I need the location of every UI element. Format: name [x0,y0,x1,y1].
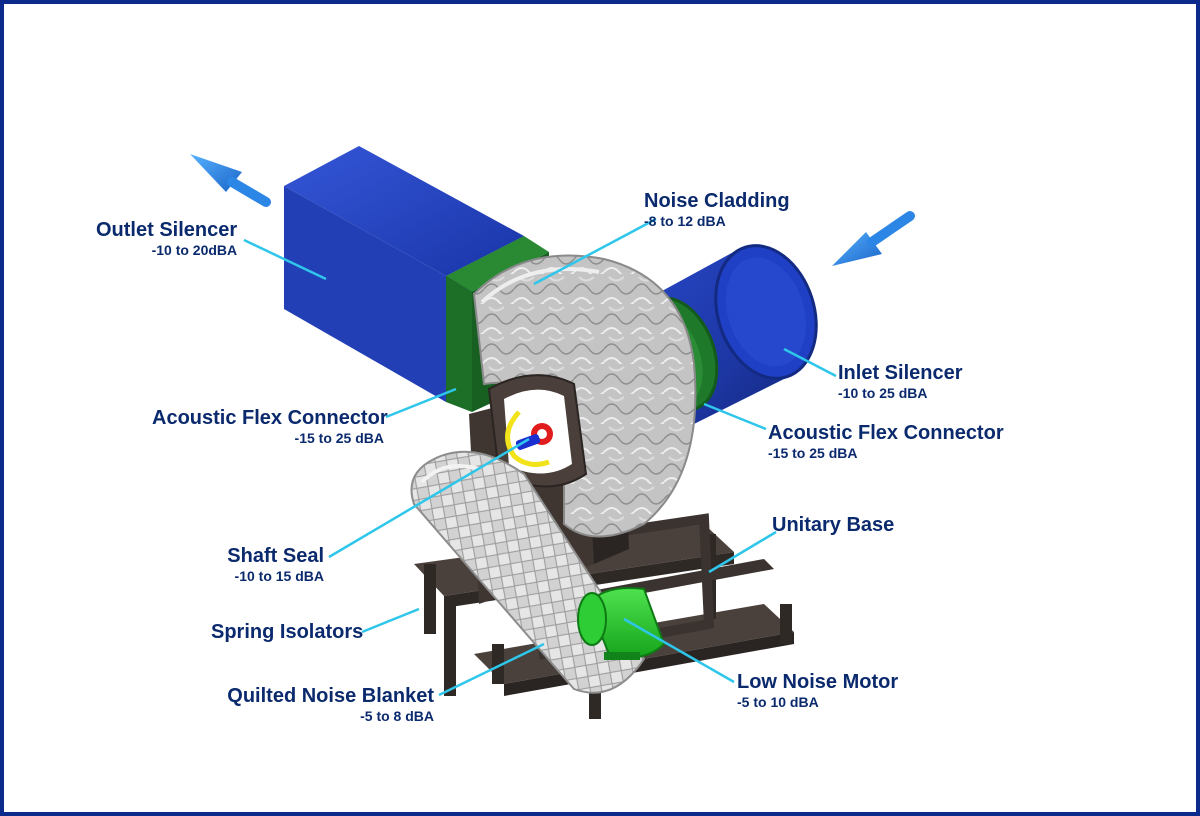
quilted-blanket-title: Quilted Noise Blanket [227,685,434,707]
shaft-seal-value: -10 to 15 dBA [234,568,324,584]
label-quilted-noise-blanket: Quilted Noise Blanket -5 to 8 dBA [216,685,434,724]
inlet-silencer-value: -10 to 25 dBA [838,385,928,401]
label-outlet-silencer: Outlet Silencer -10 to 20dBA [96,219,237,258]
label-shaft-seal: Shaft Seal -10 to 15 dBA [204,545,324,584]
leader-shaft-seal [328,437,530,559]
leader-noise-cladding [533,217,657,286]
shaft-seal [505,410,553,467]
outlet-silencer-title: Outlet Silencer [96,219,238,241]
outlet-silencer-value: -10 to 20dBA [151,242,238,258]
quilted-blanket-value: -5 to 8 dBA [360,708,434,724]
flex-left-title: Acoustic Flex Connector [152,407,388,429]
unitary-base-title: Unitary Base [772,514,895,536]
low-noise-motor-title: Low Noise Motor [737,671,899,693]
leader-outlet-silencer [243,238,327,281]
inlet-silencer-title: Inlet Silencer [838,362,963,384]
flex-right-title: Acoustic Flex Connector [768,422,1004,444]
shaft-seal-title: Shaft Seal [227,545,324,567]
flex-left-value: -15 to 25 dBA [294,430,384,446]
leader-low-noise-motor [623,617,735,684]
low-noise-motor [577,587,666,660]
leader-inlet-silencer [783,347,837,378]
label-acoustic-flex-connector-right: Acoustic Flex Connector -15 to 25 dBA [768,422,1004,461]
label-low-noise-motor: Low Noise Motor -5 to 10 dBA [737,671,898,710]
low-noise-motor-value: -5 to 10 dBA [737,694,819,710]
label-acoustic-flex-connector-left: Acoustic Flex Connector -15 to 25 dBA [152,407,388,446]
noise-cladding-value: -8 to 12 dBA [644,213,726,229]
airflow-arrow-icon [190,154,271,207]
noise-cladding-title: Noise Cladding [644,190,790,212]
flex-right-value: -15 to 25 dBA [768,445,858,461]
label-inlet-silencer: Inlet Silencer -10 to 25 dBA [838,362,963,401]
label-spring-isolators: Spring Isolators [211,621,363,644]
leader-flex-left [385,387,457,419]
airflow-arrow-icon [832,211,915,266]
label-noise-cladding: Noise Cladding -8 to 12 dBA [644,190,790,229]
leader-lines [243,217,837,697]
leader-flex-right [703,402,767,431]
fan-assembly-illustration [190,146,915,719]
label-unitary-base: Unitary Base [772,514,894,537]
leader-spring-isolators [361,607,420,634]
spring-isolators-title: Spring Isolators [211,621,364,643]
leader-unitary-base [708,530,777,574]
leader-quilted-blanket [438,642,545,697]
